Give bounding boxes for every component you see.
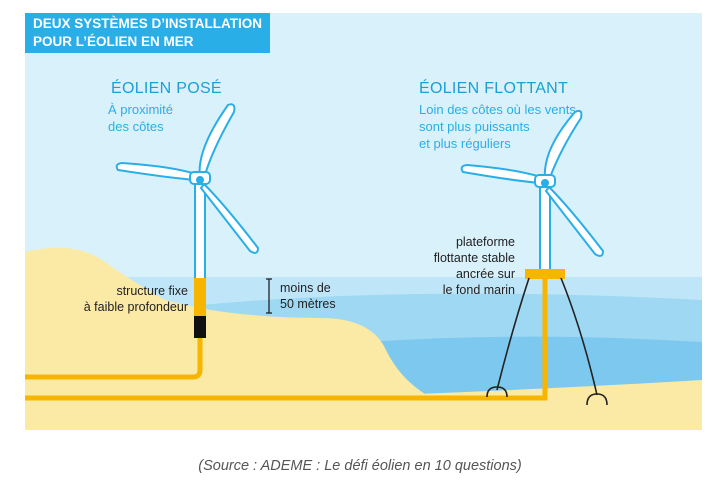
floating-desc-3: et plus réguliers — [419, 136, 511, 151]
structure-label-1: structure fixe — [116, 284, 188, 298]
floating-heading: ÉOLIEN FLOTTANT — [419, 80, 569, 97]
platform-label-2: flottante stable — [433, 251, 515, 265]
mooring-lines — [486, 277, 608, 406]
title-line-1: DEUX SYSTÈMES D’INSTALLATION — [33, 16, 263, 31]
posed-turbine — [115, 103, 260, 338]
floating-desc-1: Loin des côtes où les vents — [419, 102, 576, 117]
floating-turbine — [460, 109, 605, 279]
structure-label-2: à faible profondeur — [83, 300, 188, 314]
depth-marker — [266, 278, 272, 314]
platform-label-1: plateforme — [455, 235, 515, 249]
title-line-2: POUR L’ÉOLIEN EN MER — [33, 34, 194, 49]
platform-label-4: le fond marin — [442, 283, 515, 297]
power-cable-posed — [25, 335, 203, 380]
source-caption: (Source : ADEME : Le défi éolien en 10 q… — [198, 458, 522, 474]
posed-heading: ÉOLIEN POSÉ — [111, 80, 222, 97]
power-cable-floating — [25, 275, 548, 401]
platform-label-3: ancrée sur — [455, 267, 515, 281]
depth-label-2: 50 mètres — [280, 297, 336, 311]
seabed-floor — [25, 398, 702, 430]
posed-desc-1: À proximité — [108, 102, 174, 117]
floating-desc-2: sont plus puissants — [419, 119, 530, 134]
posed-desc-2: des côtes — [108, 119, 164, 134]
depth-label-1: moins de — [280, 281, 331, 295]
coast-land — [25, 247, 430, 400]
diagram-title: DEUX SYSTÈMES D’INSTALLATION POUR L’ÉOLI… — [25, 13, 271, 53]
